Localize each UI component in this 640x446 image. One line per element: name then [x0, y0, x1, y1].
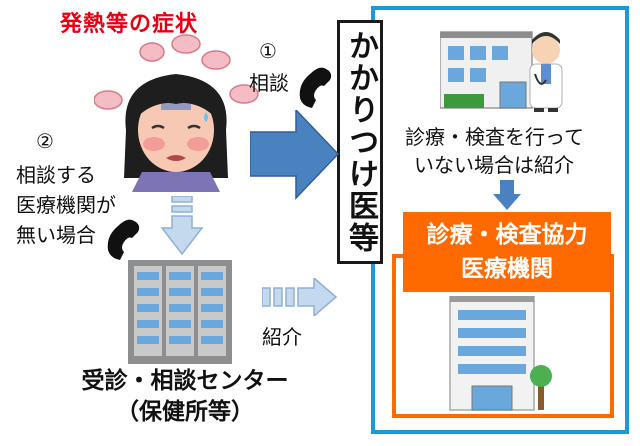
step-2-number: ②: [36, 129, 54, 153]
referral-arrow-icon: [262, 278, 338, 316]
consultation-center-name: 受診・相談センター: [81, 368, 289, 394]
consult-arrow-icon: [250, 110, 340, 200]
step-2-line-1: 相談する: [16, 163, 96, 187]
telephone-icon: [107, 219, 140, 260]
telephone-icon: [299, 67, 332, 108]
symptom-title: 発熱等の症状: [60, 12, 199, 37]
family-doctor-label-box: かかりつけ医等: [337, 20, 383, 264]
doctor-clinic-illustration: [440, 31, 563, 112]
sick-person-illustration: [124, 74, 228, 192]
fever-clouds-illustration: [94, 34, 259, 110]
consultation-center-label: 受診・相談センター （保健所等）: [20, 366, 350, 428]
down-arrow-light-icon: [160, 196, 204, 256]
down-arrow-icon: [493, 180, 521, 210]
referral-note-line-1: 診療・検査を行って: [405, 125, 584, 149]
step-1-number: ①: [259, 39, 277, 63]
consultation-center-note: （保健所等）: [116, 399, 254, 425]
step-2-line-2: 医療機関が: [16, 193, 116, 217]
step-1-label: 相談: [249, 71, 289, 95]
referral-note-line-2: いない場合は紹介: [414, 153, 574, 177]
health-center-building-illustration: [128, 260, 232, 364]
step-2-line-3: 無い場合: [16, 223, 96, 247]
cooperating-institution-line-1: 診療・検査協力: [426, 222, 588, 248]
family-doctor-label: かかりつけ医等: [343, 30, 378, 254]
cooperating-institution-line-2: 医療機関: [461, 256, 553, 282]
referral-label: 紹介: [262, 325, 302, 349]
cooperating-institution-header: 診療・検査協力 医療機関: [403, 212, 611, 292]
hospital-building-illustration: [449, 296, 552, 411]
